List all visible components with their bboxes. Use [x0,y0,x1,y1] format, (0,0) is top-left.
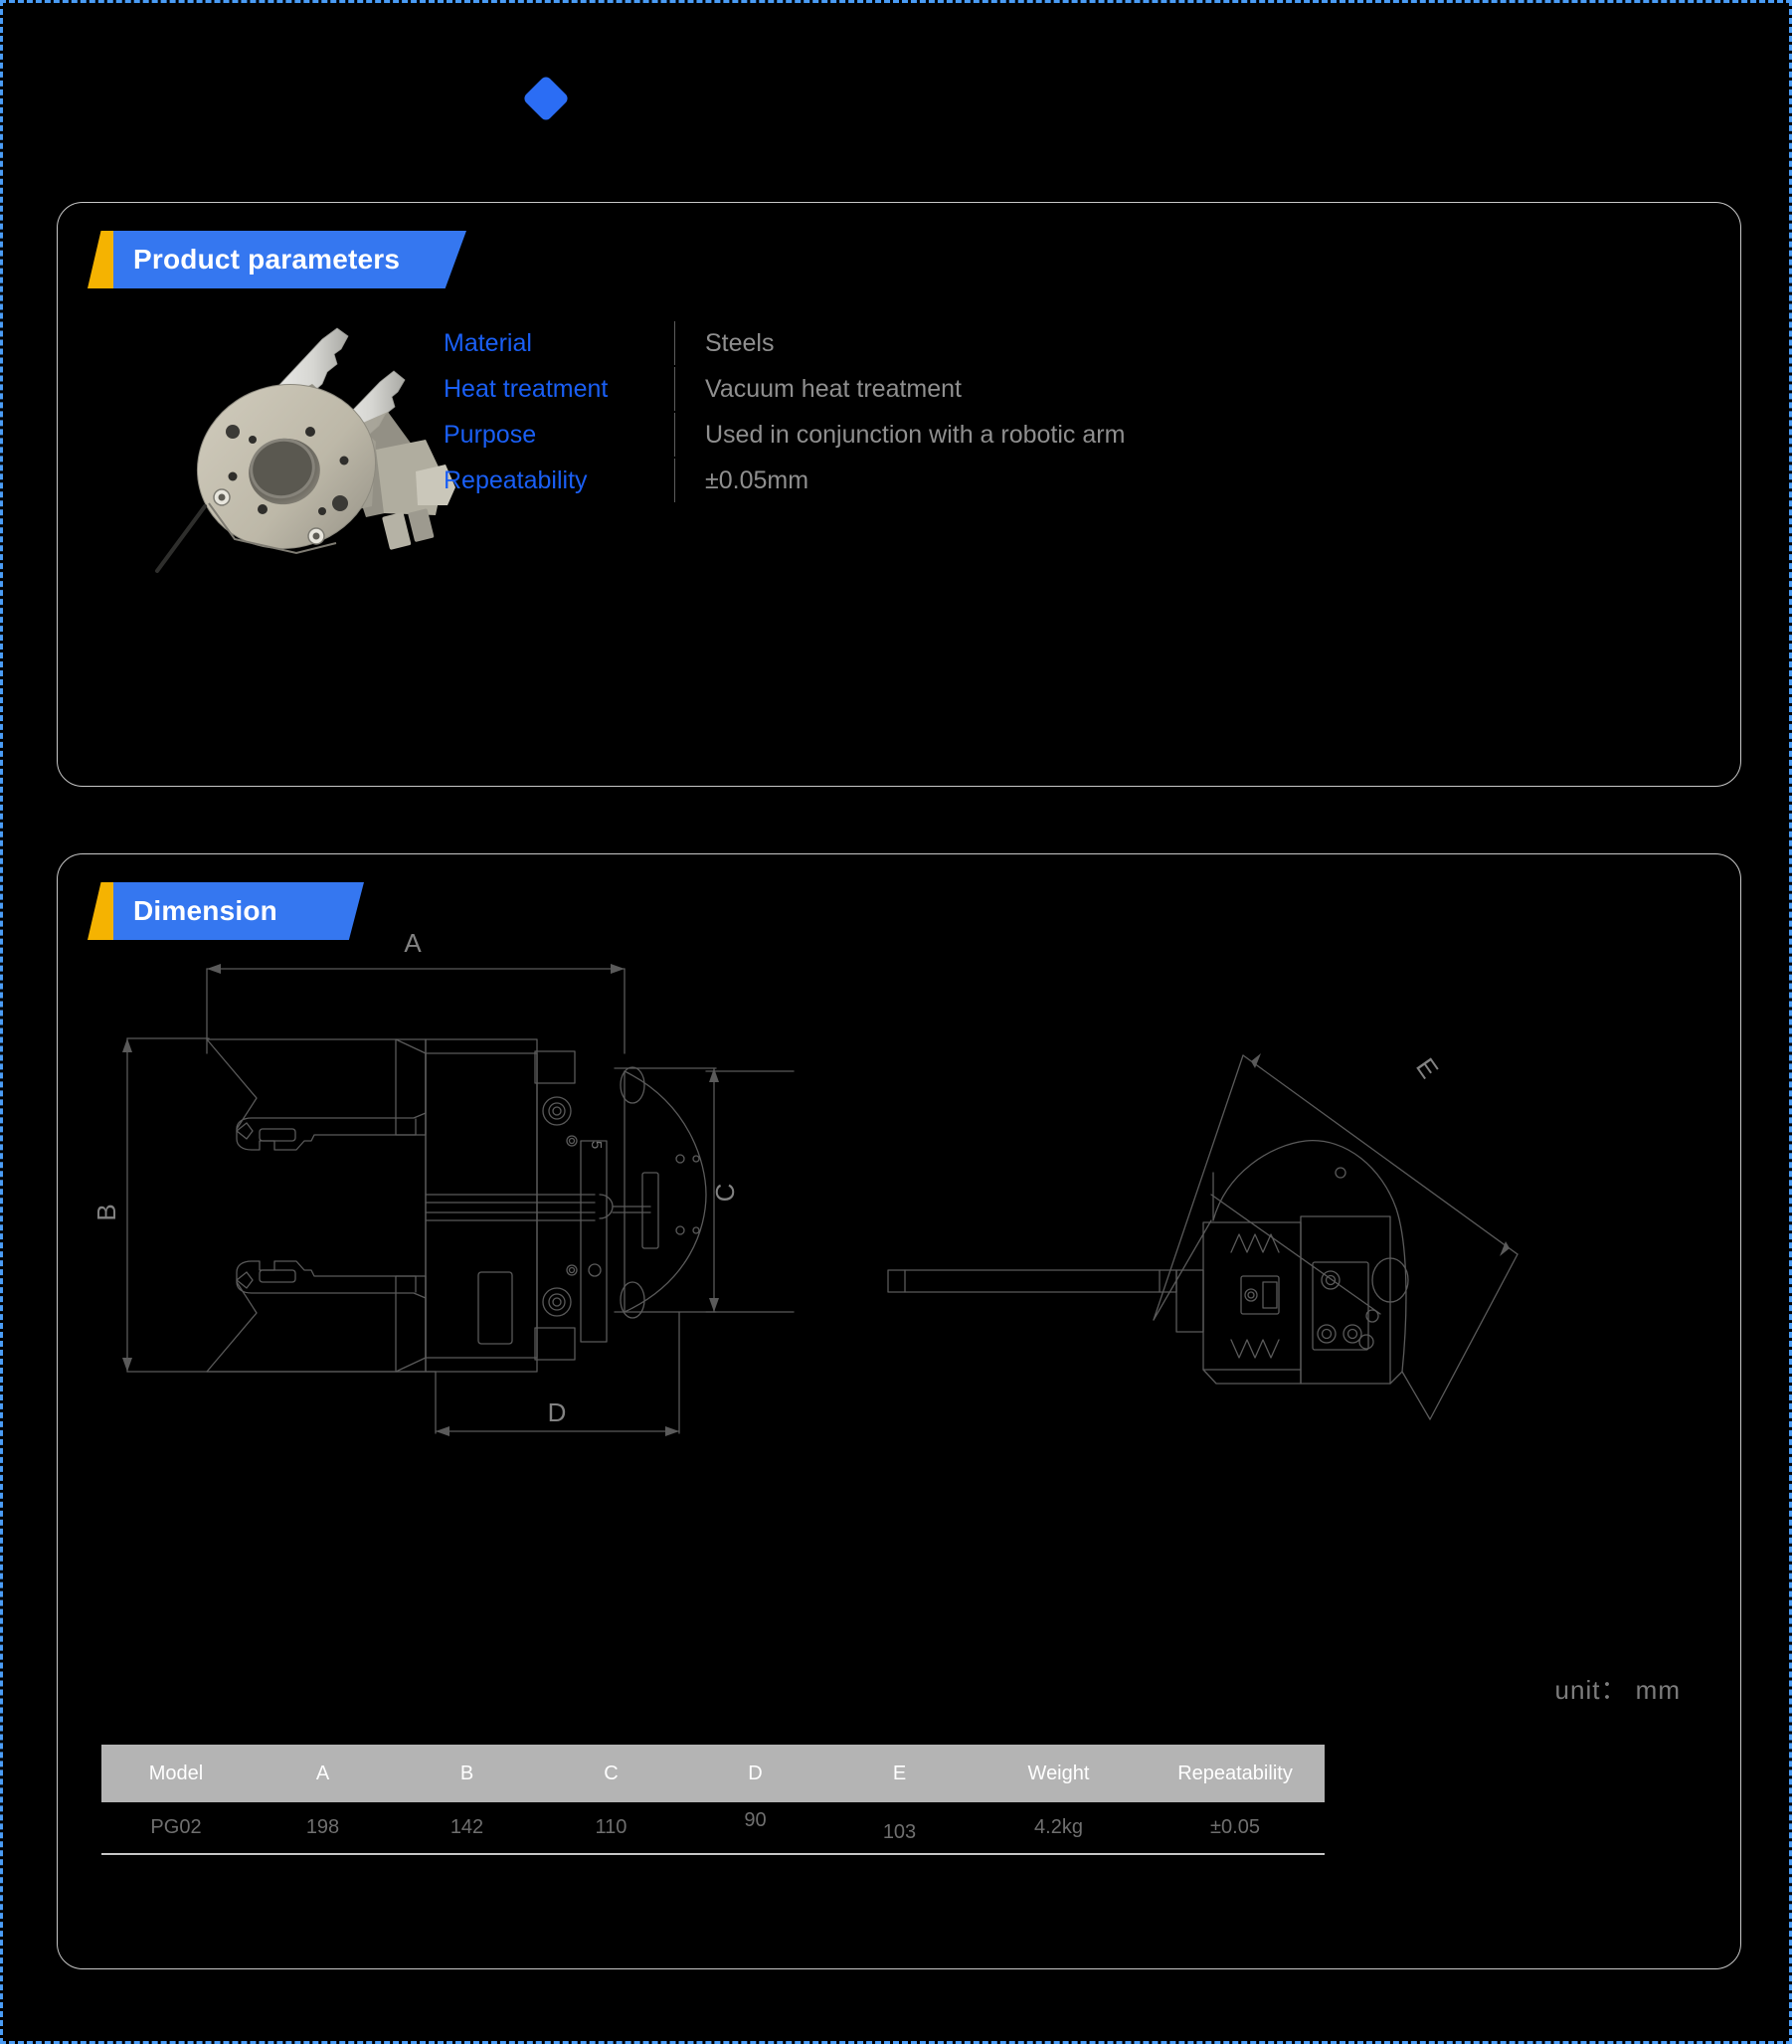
spec-label-heat-treatment: Heat treatment [444,374,609,403]
spec-label-purpose: Purpose [444,420,537,449]
spec-divider [674,367,675,411]
dimension-table: Model A B C D E Weight Repeatability PG0… [101,1745,1325,1855]
spec-label-repeatability: Repeatability [444,465,588,494]
dim-label-d: D [548,1397,567,1427]
badge-blue-body: Product parameters [113,231,466,288]
col-e: E [892,1762,907,1784]
dimension-table-head: Model A B C D E Weight Repeatability [101,1745,1325,1802]
col-a: A [315,1762,330,1784]
product-parameters-title: Product parameters [133,244,401,275]
dim-label-a: A [404,928,422,958]
col-weight: Weight [1027,1762,1090,1784]
dim-label-e: E [1410,1052,1445,1083]
dimension-title: Dimension [133,895,277,926]
spec-row: Heat treatment Vacuum heat treatment [444,366,1617,412]
col-repeatability: Repeatability [1177,1762,1293,1784]
spec-label-material: Material [444,328,532,357]
cell-repeatability: ±0.05 [1146,1802,1325,1854]
dimension-header-badge: Dimension [88,882,364,940]
table-row: PG02 198 142 110 90 103 4.2kg ±0.05 [101,1802,1325,1854]
col-c: C [604,1762,619,1784]
spec-divider [674,459,675,502]
col-d: D [748,1762,763,1784]
product-parameters-header-badge: Product parameters [88,231,466,288]
spec-value-purpose: Used in conjunction with a robotic arm [705,420,1126,449]
product-parameters-card: Product parameters [57,202,1741,787]
spec-value-heat-treatment: Vacuum heat treatment [705,374,963,403]
unit-note: unit： mm [1554,1675,1681,1705]
dim-label-b: B [97,1204,121,1220]
spec-value-material: Steels [705,328,775,357]
product-image [127,292,495,591]
dimension-table-body: PG02 198 142 110 90 103 4.2kg ±0.05 [101,1802,1325,1854]
spec-row: Repeatability ±0.05mm [444,458,1617,503]
cell-b: 142 [395,1802,539,1854]
spec-divider [674,413,675,457]
spec-list: Material Steels Heat treatment Vacuum he… [444,320,1617,503]
dimension-card: Dimension [57,853,1741,1969]
col-b: B [459,1762,474,1784]
cell-d: 90 [683,1802,827,1854]
dimension-drawing: A B C D E 5 [97,874,1699,1571]
dim-label-c: C [710,1184,740,1203]
diamond-logo-icon [521,74,571,123]
dim-note-5: 5 [588,1141,605,1149]
cell-model: PG02 [101,1802,251,1854]
col-model: Model [148,1762,204,1784]
cell-a: 198 [251,1802,395,1854]
cell-weight: 4.2kg [972,1802,1146,1854]
spec-row: Purpose Used in conjunction with a robot… [444,412,1617,458]
diamond-shape [521,74,571,123]
table-header-row: Model A B C D E Weight Repeatability [101,1745,1325,1802]
spec-value-repeatability: ±0.05mm [705,465,809,494]
cell-c: 110 [539,1802,683,1854]
badge-blue-body: Dimension [113,882,364,940]
spec-divider [674,321,675,365]
cell-e: 103 [827,1802,972,1854]
spec-row: Material Steels [444,320,1617,366]
